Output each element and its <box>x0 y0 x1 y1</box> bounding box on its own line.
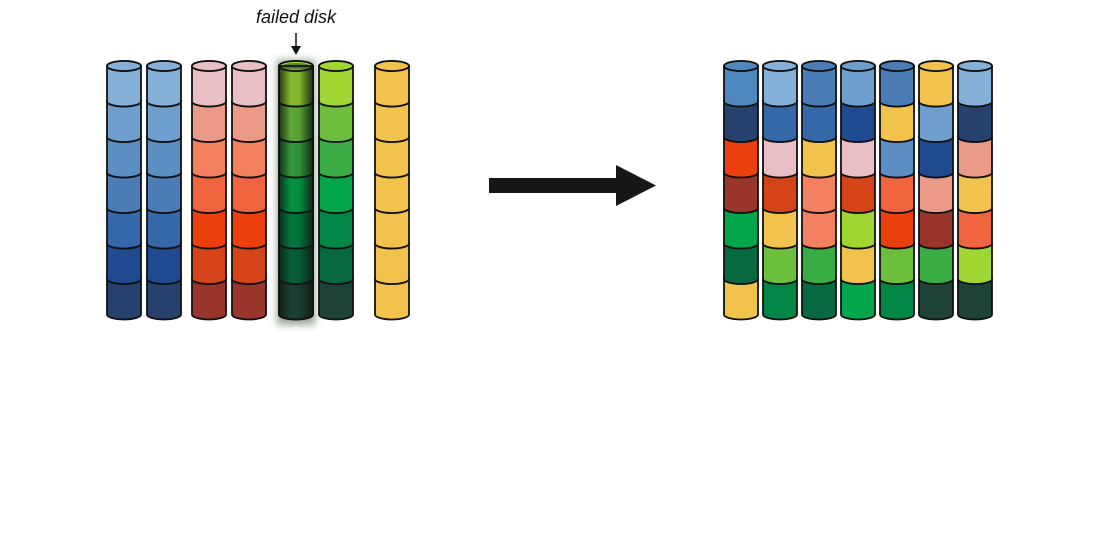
disk-top-cap <box>723 60 759 72</box>
failed-disk-label: failed disk <box>255 7 337 27</box>
disk-top-cap <box>374 60 410 72</box>
disk-top-cap <box>146 60 182 72</box>
disk-top-cap <box>801 60 837 72</box>
disk-top-cap <box>918 60 954 72</box>
segment-divider <box>278 172 314 179</box>
disk-before-4 <box>231 60 267 321</box>
disk-after-5 <box>879 60 915 321</box>
segment-divider <box>278 136 314 143</box>
disk-top-cap <box>762 60 798 72</box>
disk-before-5 <box>277 60 315 325</box>
transition-arrow <box>489 165 656 206</box>
failed-disk-pointer-head <box>291 46 301 55</box>
disk-after-3 <box>801 60 837 321</box>
disk-before-2 <box>146 60 182 321</box>
disk-top-cap <box>957 60 993 72</box>
disk-array-after <box>723 60 993 321</box>
disk-before-1 <box>106 60 142 321</box>
segment-divider <box>278 207 314 214</box>
disk-after-1 <box>723 60 759 321</box>
disk-before-3 <box>191 60 227 321</box>
failed-disk-shade <box>279 66 313 320</box>
disk-before-7 <box>374 60 410 321</box>
disk-array-before <box>106 60 410 325</box>
disk-top-cap <box>191 60 227 72</box>
disk-top-cap <box>840 60 876 72</box>
segment-divider <box>278 278 314 285</box>
failed-disk-outline <box>278 65 314 321</box>
segment-divider <box>278 101 314 108</box>
disk-after-6 <box>918 60 954 321</box>
disk-top-cap <box>318 60 354 72</box>
disk-top-cap <box>106 60 142 72</box>
disk-after-2 <box>762 60 798 321</box>
disk-after-4 <box>840 60 876 321</box>
disk-top-cap <box>231 60 267 72</box>
segment-divider <box>278 243 314 250</box>
disk-top-cap <box>879 60 915 72</box>
disk-before-6 <box>318 60 354 321</box>
disk-after-7 <box>957 60 993 321</box>
